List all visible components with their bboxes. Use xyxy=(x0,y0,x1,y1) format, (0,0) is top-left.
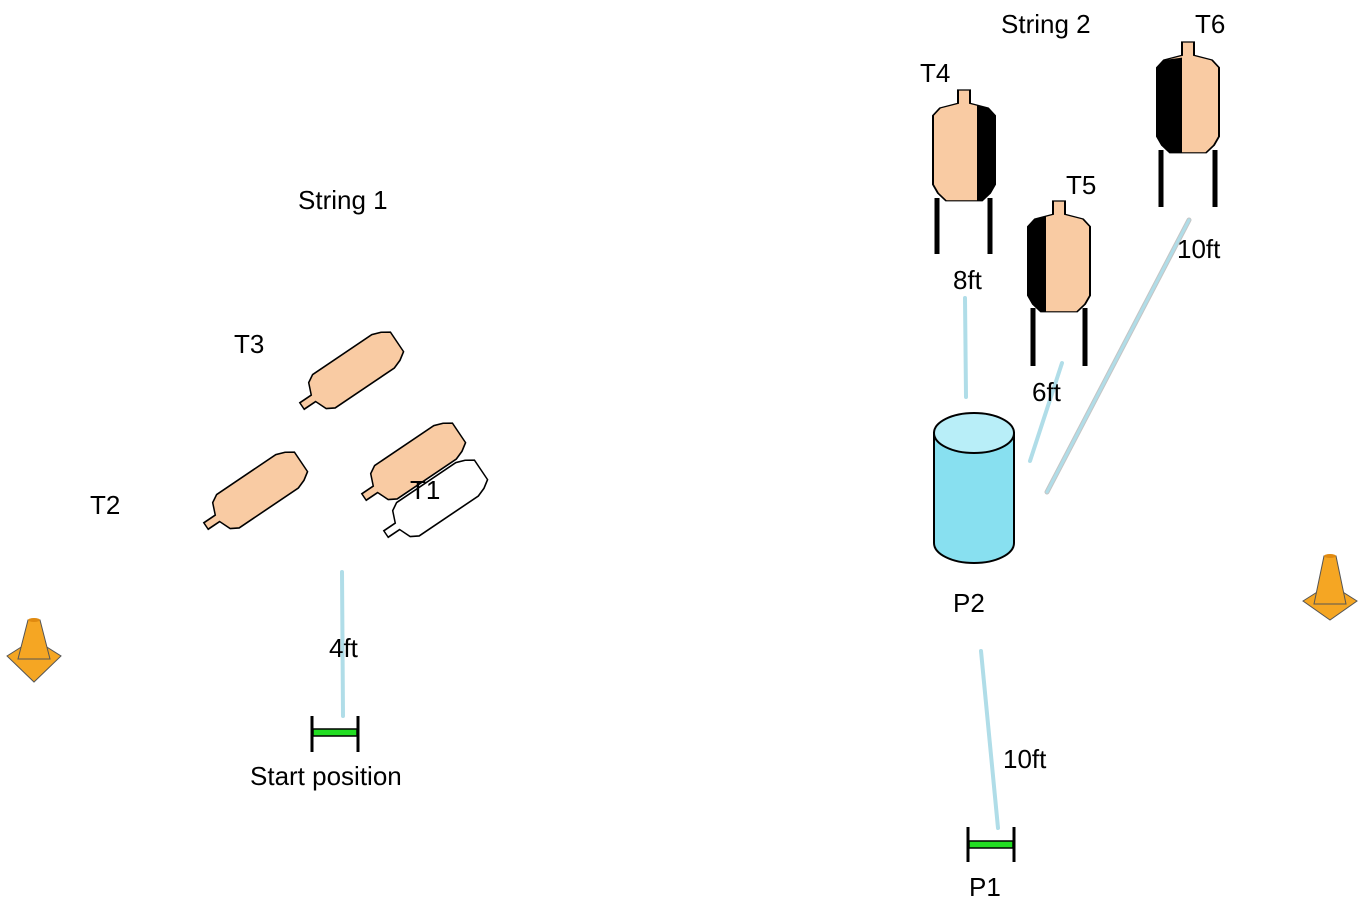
target-t3-label: T3 xyxy=(234,329,265,359)
p1-marker xyxy=(966,827,1016,862)
target-t3-shape xyxy=(289,324,410,424)
target-t2-shape xyxy=(193,444,314,544)
target-t4-stand xyxy=(932,89,996,254)
distance-10ft-t6-label: 10ft xyxy=(1177,234,1221,264)
distance-line-p2-t6-inner xyxy=(1045,218,1191,494)
p2-label: P2 xyxy=(953,588,985,618)
distance-line-p2-t5 xyxy=(1028,361,1064,463)
string2-title: String 2 xyxy=(1001,9,1091,39)
distance-line-p1-p2 xyxy=(979,649,1000,830)
distance-10ft-p1-label: 10ft xyxy=(1003,744,1047,774)
string1-title: String 1 xyxy=(298,185,388,215)
distance-4ft-label: 4ft xyxy=(329,633,358,663)
distance-6ft-label: 6ft xyxy=(1032,377,1061,407)
target-t6-stand xyxy=(1156,41,1220,207)
distance-lines xyxy=(340,217,1192,830)
target-t5-stand xyxy=(1027,200,1091,366)
cone-left xyxy=(6,618,62,683)
p1-label: P1 xyxy=(969,872,1001,902)
distance-8ft-label: 8ft xyxy=(953,265,982,295)
distance-line-p2-t4 xyxy=(963,296,968,399)
barrel-p2 xyxy=(933,412,1015,564)
start-position-marker xyxy=(310,716,360,752)
target-t5-label: T5 xyxy=(1066,170,1097,200)
cone-right xyxy=(1302,554,1358,621)
start-position-label: Start position xyxy=(250,761,402,791)
distance-line-start-t1 xyxy=(340,570,345,718)
target-t4-label: T4 xyxy=(920,58,951,88)
target-t2-label: T2 xyxy=(90,490,121,520)
target-t6-label: T6 xyxy=(1195,9,1226,39)
target-t1-label: T1 xyxy=(410,475,441,505)
